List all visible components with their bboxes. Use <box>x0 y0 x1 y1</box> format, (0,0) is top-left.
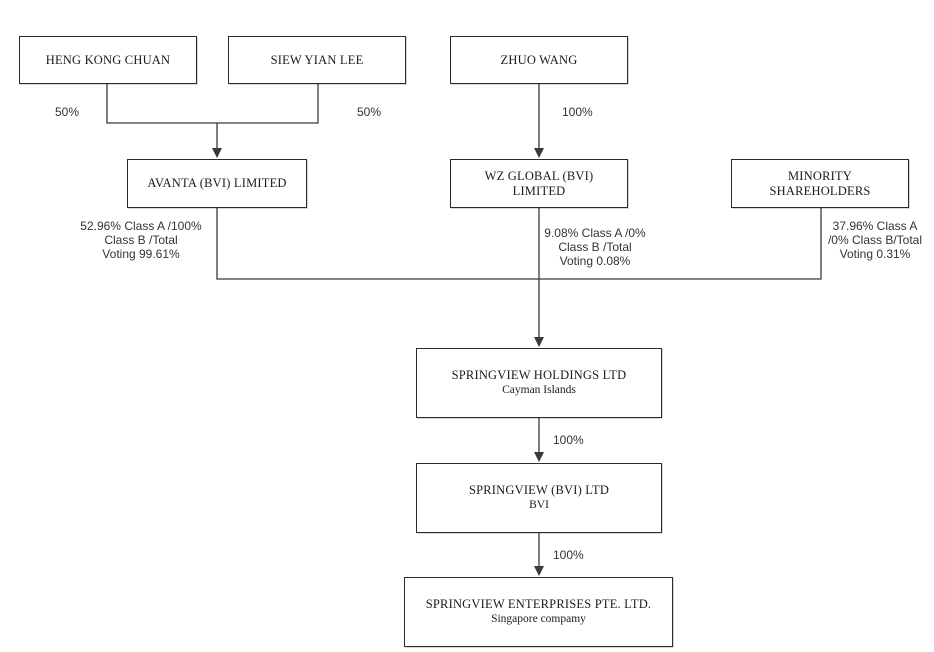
edge-label-zhuo: 100% <box>562 105 593 119</box>
entity-name: AVANTA (BVI) LIMITED <box>147 176 287 190</box>
entity-springview-enterprises: SPRINGVIEW ENTERPRISES PTE. LTD. Singapo… <box>404 577 673 647</box>
edge-minority-to-holdings <box>539 208 822 280</box>
entity-jurisdiction: Cayman Islands <box>502 384 576 396</box>
entity-minority-shareholders: MINORITY SHAREHOLDERS <box>731 159 909 208</box>
entity-name: SPRINGVIEW HOLDINGS LTD <box>451 368 627 382</box>
entity-siew-yian-lee: SIEW YIAN LEE <box>228 36 406 84</box>
entity-zhuo-wang: ZHUO WANG <box>450 36 628 84</box>
entity-jurisdiction: BVI <box>529 499 549 511</box>
edge-label-line: 9.08% Class A /0% <box>544 226 646 240</box>
entity-heng-kong-chuan: HENG KONG CHUAN <box>19 36 197 84</box>
edge-label-line: Voting 99.61% <box>102 247 180 261</box>
entity-wz-global-bvi-limited: WZ GLOBAL (BVI) LIMITED <box>450 159 628 208</box>
edge-label-avanta: 52.96% Class A /100% Class B /Total Voti… <box>64 219 218 261</box>
edge-heng-to-avanta <box>106 84 217 124</box>
edge-label-holdings-bvi: 100% <box>553 433 584 447</box>
edge-label-heng: 50% <box>55 105 80 119</box>
edge-label-siew: 50% <box>357 105 382 119</box>
edge-label-line: Class B /Total <box>104 233 178 247</box>
entity-jurisdiction: Singapore compamy <box>491 613 586 625</box>
edge-avanta-to-holdings <box>216 208 539 280</box>
entity-name: SPRINGVIEW ENTERPRISES PTE. LTD. <box>425 597 652 611</box>
edge-label-wz: 9.08% Class A /0% Class B /Total Voting … <box>524 226 666 268</box>
edge-label-line: Voting 0.08% <box>559 254 631 268</box>
entity-name-line-1: MINORITY <box>787 168 853 183</box>
edge-label-line: 37.96% Class A <box>832 219 918 233</box>
edge-label-line: 52.96% Class A /100% <box>80 219 202 233</box>
edge-label-line: Class B /Total <box>558 240 632 254</box>
edge-label-bvi-enterprises: 100% <box>553 548 584 562</box>
entity-name-line-2: SHAREHOLDERS <box>769 183 871 198</box>
entity-name: HENG KONG CHUAN <box>45 52 171 67</box>
entity-name: ZHUO WANG <box>500 52 578 67</box>
edge-label-line: Voting 0.31% <box>839 247 911 261</box>
entity-name-line-1: WZ GLOBAL (BVI) <box>484 168 594 183</box>
entity-name: SPRINGVIEW (BVI) LTD <box>468 483 610 497</box>
edge-siew-to-avanta <box>217 84 319 124</box>
entity-name-line-2: LIMITED <box>512 183 566 198</box>
edge-label-minority: 37.96% Class A /0% Class B/Total Voting … <box>818 219 932 261</box>
entity-name: SIEW YIAN LEE <box>270 52 364 67</box>
entity-springview-holdings: SPRINGVIEW HOLDINGS LTD Cayman Islands <box>416 348 662 418</box>
entity-springview-bvi: SPRINGVIEW (BVI) LTD BVI <box>416 463 662 533</box>
edge-label-line: /0% Class B/Total <box>827 233 923 247</box>
entity-avanta-bvi-limited: AVANTA (BVI) LIMITED <box>127 159 307 208</box>
